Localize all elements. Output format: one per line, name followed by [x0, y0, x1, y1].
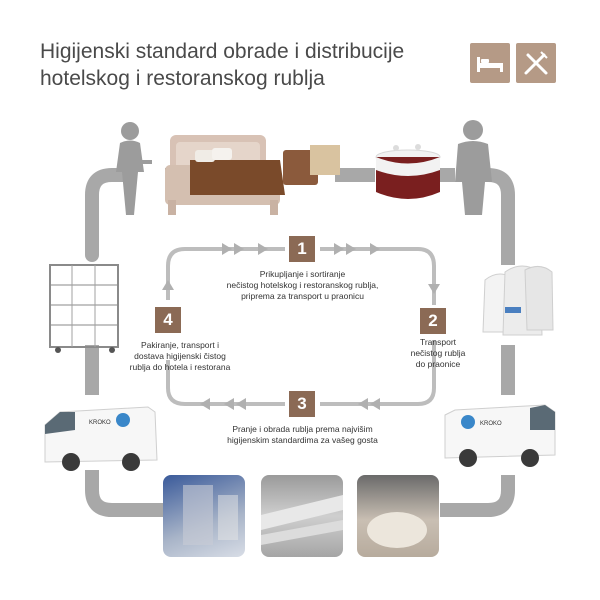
- van-left-brand: KROKO: [89, 420, 111, 426]
- laundry-facility-photo-2: [261, 475, 343, 557]
- step-4-badge: 4: [155, 307, 181, 333]
- fork-knife-icon: [516, 43, 556, 83]
- bed-icon: [470, 43, 510, 83]
- van-right-brand: KROKO: [480, 421, 502, 427]
- step-2-badge: 2: [420, 308, 446, 334]
- step-3-badge: 3: [289, 391, 315, 417]
- laundry-facility-photo-3: [357, 475, 439, 557]
- step-3-text: Pranje i obrada rublja prema najvišim hi…: [227, 424, 378, 445]
- step-4-text: Pakiranje, transport i dostava higijensk…: [129, 340, 231, 372]
- title-line-1: Higijenski standard obrade i distribucij…: [40, 40, 405, 63]
- step-1-text: Prikupljanje i sortiranje nečistog hotel…: [226, 269, 379, 301]
- step-2-text: Transport nečistog rublja do praonice: [410, 337, 466, 369]
- laundry-facility-photo-1: [163, 475, 245, 557]
- page-title: Higijenski standard obrade i distribucij…: [40, 38, 404, 92]
- title-line-2: hotelskog i restoranskog rublja: [40, 67, 325, 90]
- step-1-badge: 1: [289, 236, 315, 262]
